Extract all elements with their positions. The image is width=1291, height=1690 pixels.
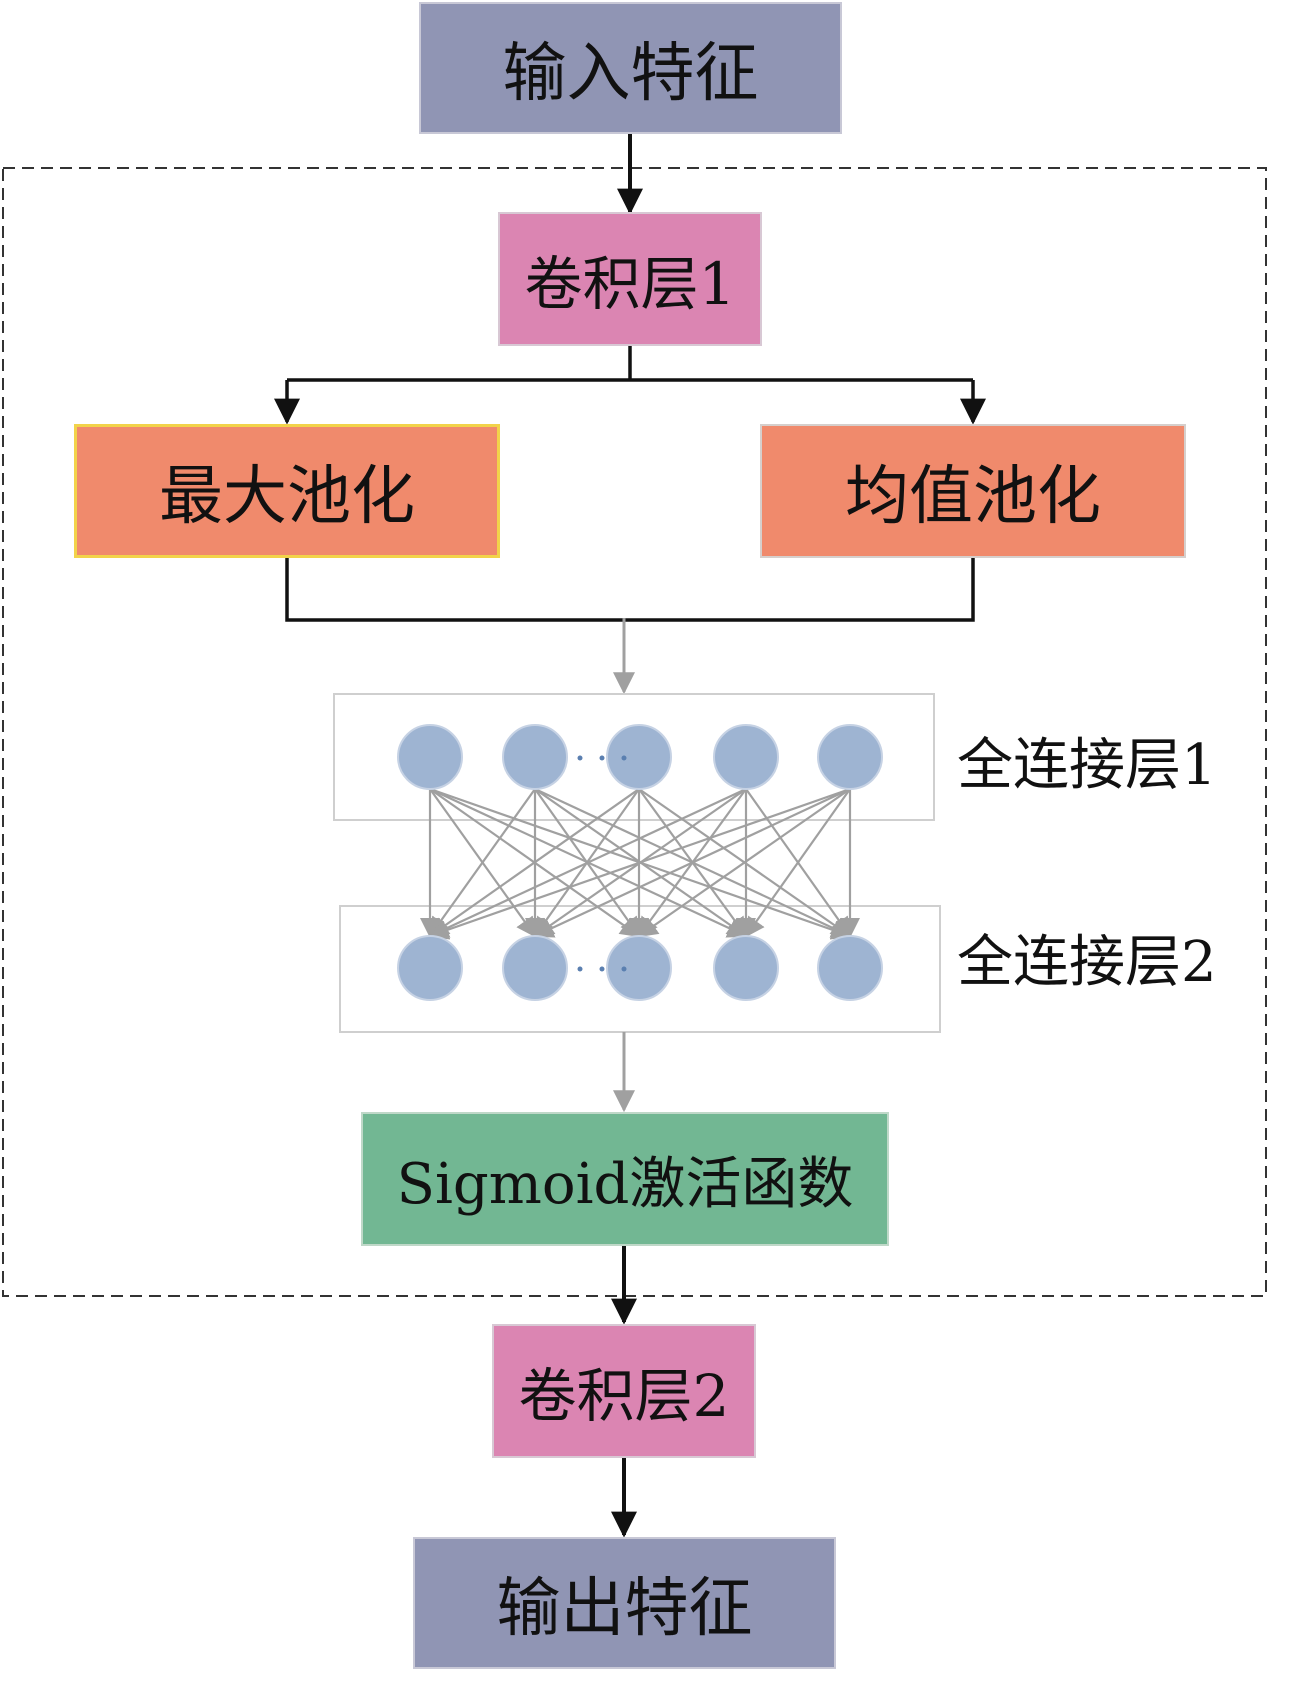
fc1-neuron — [713, 724, 779, 790]
avg-pool-label: 均值池化 — [845, 460, 1101, 534]
attention-module-frame — [2, 167, 1267, 1297]
connection-line — [533, 788, 851, 938]
full-connections — [420, 787, 860, 940]
fc2-neurons — [397, 935, 883, 1001]
output-features-box: 输出特征 — [413, 1537, 836, 1669]
connection-line — [428, 788, 640, 938]
max-pool-box: 最大池化 — [74, 424, 500, 558]
avg-pool-box: 均值池化 — [760, 424, 1186, 558]
fc2-label: 全连接层2 — [957, 930, 1217, 995]
fc1-neuron — [606, 724, 672, 790]
connection-line — [428, 788, 536, 938]
fc1-neuron — [817, 724, 883, 790]
conv1-label: 卷积层1 — [524, 250, 736, 318]
conv2-box: 卷积层2 — [492, 1324, 756, 1458]
fc1-neurons — [397, 724, 883, 790]
fc2-neuron — [502, 935, 568, 1001]
fc1-ellipsis — [577, 755, 627, 761]
max-pool-label: 最大池化 — [159, 460, 415, 534]
sigmoid-label: Sigmoid激活函数 — [396, 1151, 854, 1217]
conv1-box: 卷积层1 — [498, 212, 762, 346]
fc2-ellipsis — [577, 966, 627, 972]
connector-conv1-to-pools — [274, 345, 986, 425]
fc1-label: 全连接层1 — [957, 733, 1217, 798]
input-features-box: 输入特征 — [419, 2, 842, 134]
connection-line — [428, 787, 851, 940]
output-features-label: 输出特征 — [496, 1572, 753, 1646]
fc1-neuron — [502, 724, 568, 790]
connection-line — [637, 788, 851, 938]
fc1-neuron — [397, 724, 463, 790]
conv2-label: 卷积层2 — [518, 1362, 730, 1430]
connector-pools-merge — [285, 556, 975, 622]
connection-line — [744, 788, 851, 938]
fc2-neuron — [817, 935, 883, 1001]
sigmoid-box: Sigmoid激活函数 — [361, 1112, 889, 1246]
fc2-neuron — [397, 935, 463, 1001]
fc2-neuron — [606, 935, 672, 1001]
input-features-label: 输入特征 — [502, 37, 759, 111]
fc2-neuron — [713, 935, 779, 1001]
connection-line — [428, 788, 747, 938]
